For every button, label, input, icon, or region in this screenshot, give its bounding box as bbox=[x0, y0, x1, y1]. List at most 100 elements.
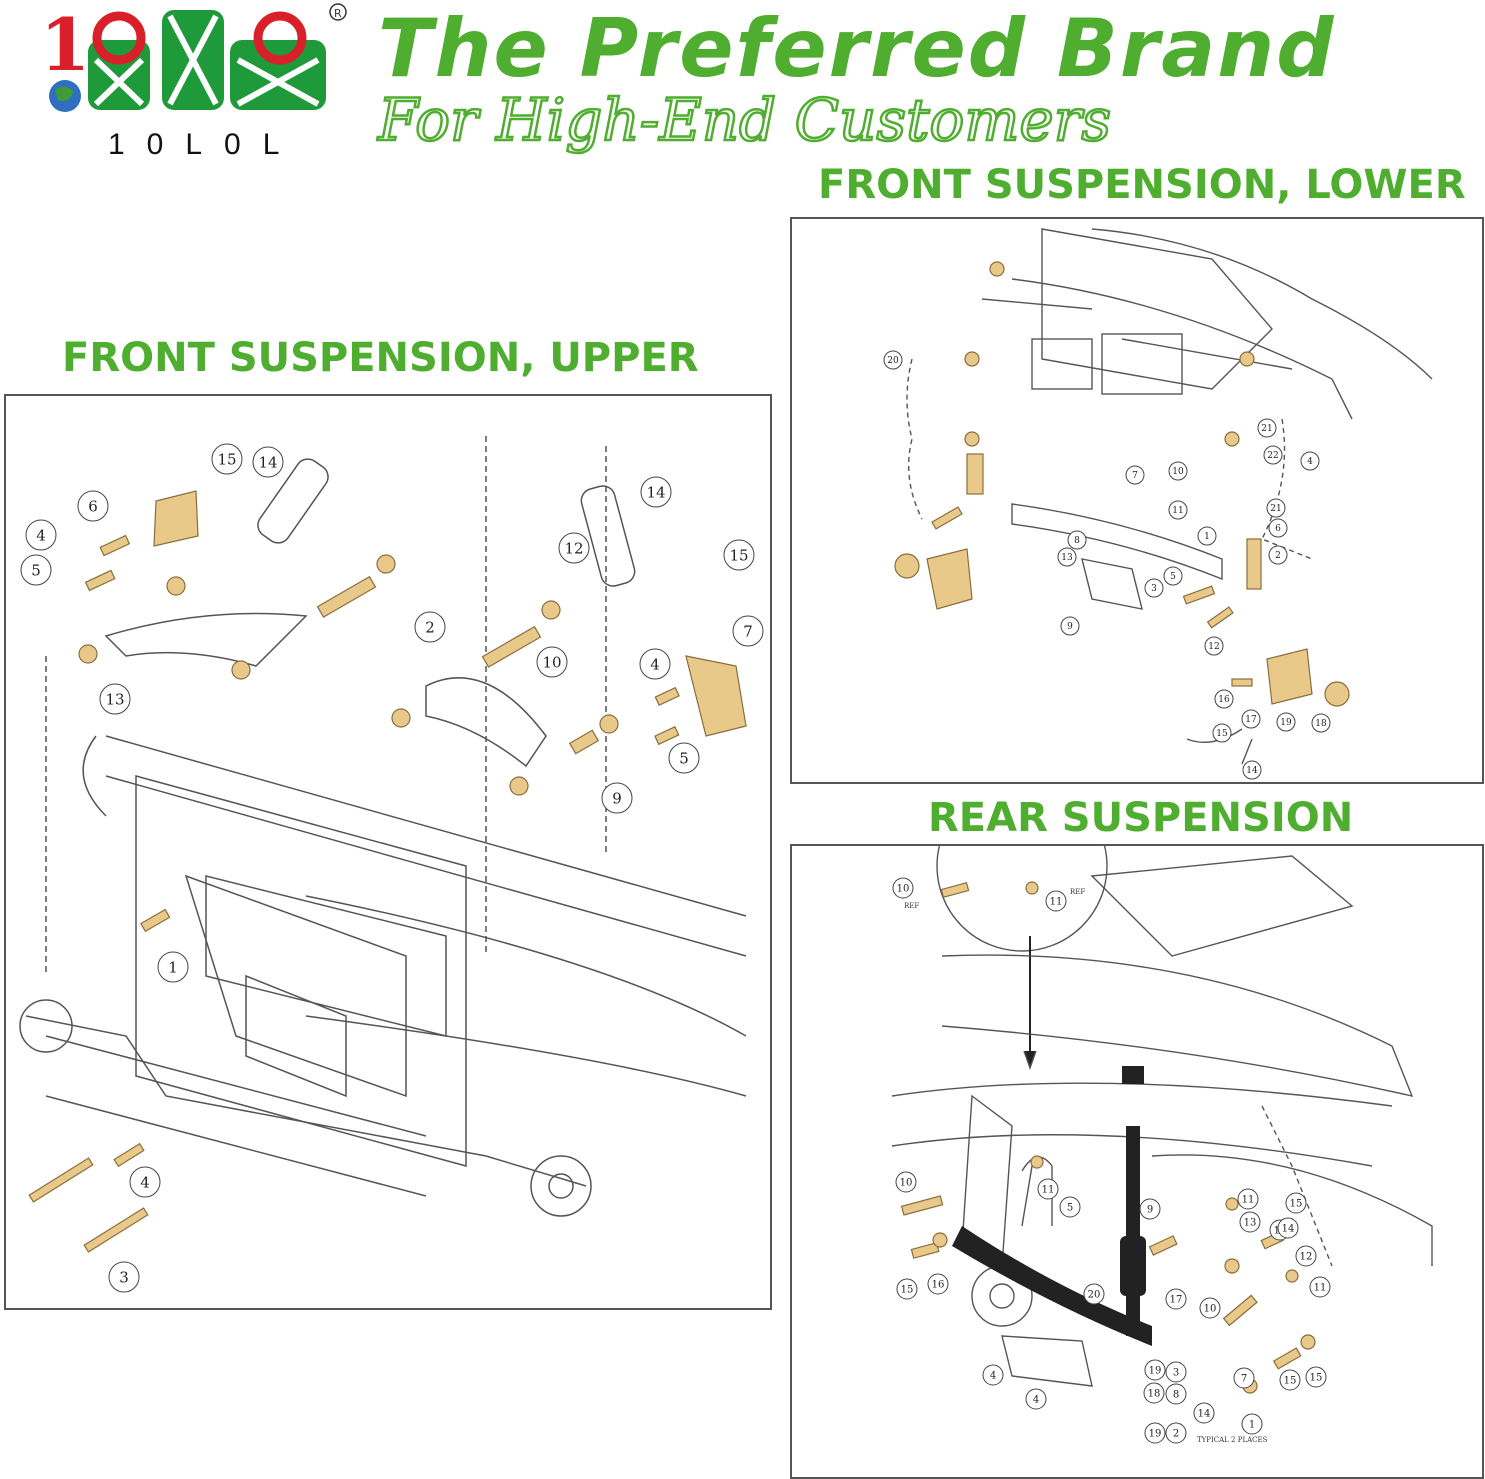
title-rear: REAR SUSPENSION bbox=[928, 795, 1354, 841]
callout-number: 14 bbox=[258, 453, 277, 471]
panel-rear: 1011101159111513151415121116201710741931… bbox=[790, 844, 1484, 1479]
callout-bubble bbox=[1165, 1361, 1187, 1383]
callout-bubble bbox=[1309, 1276, 1331, 1298]
callout-number: 13 bbox=[1061, 553, 1073, 563]
callout-number: 18 bbox=[1315, 719, 1327, 729]
callout-bubble bbox=[982, 1364, 1004, 1386]
callout-number: 11 bbox=[1314, 1283, 1327, 1294]
callout-number: 1 bbox=[1249, 1420, 1255, 1431]
callout-number: 8 bbox=[1074, 536, 1080, 546]
callout-number: 20 bbox=[887, 356, 899, 366]
callout-bubble bbox=[1295, 1245, 1317, 1267]
callout-bubble bbox=[1193, 1402, 1215, 1424]
callout-number: 7 bbox=[743, 622, 753, 640]
callout-bubble bbox=[895, 1171, 917, 1193]
callout-bubble bbox=[1279, 1369, 1301, 1391]
callout-bubble bbox=[211, 443, 243, 475]
callout-bubble bbox=[1285, 1192, 1307, 1214]
tagline: For High-End Customers bbox=[377, 85, 1113, 156]
callout-number: 6 bbox=[1275, 524, 1281, 534]
callout-number: 14 bbox=[1246, 766, 1258, 776]
callout-number: 5 bbox=[31, 561, 41, 579]
callout-number: 3 bbox=[1151, 584, 1157, 594]
callout-number: 7 bbox=[1241, 1374, 1247, 1385]
callout-bubble bbox=[1257, 418, 1277, 438]
callout-bubble bbox=[1168, 461, 1188, 481]
callout-bubble bbox=[25, 519, 57, 551]
diagram-rear: 1011101159111513151415121116201710741931… bbox=[891, 846, 1433, 1444]
callout-number: 3 bbox=[1173, 1368, 1179, 1379]
callout-number: 2 bbox=[1275, 551, 1281, 561]
callout-number: 11 bbox=[1050, 897, 1063, 908]
callout-number: 11 bbox=[1172, 506, 1183, 516]
callout-bubble bbox=[1143, 1382, 1165, 1404]
callout-number: 2 bbox=[425, 618, 435, 636]
callout-number: 18 bbox=[1148, 1389, 1161, 1400]
callout-bubble bbox=[1237, 1188, 1259, 1210]
headline: The Preferred Brand bbox=[378, 2, 1336, 95]
callout-number: 19 bbox=[1149, 1366, 1162, 1377]
callout-number: 17 bbox=[1245, 715, 1257, 725]
callout-bubble bbox=[896, 1278, 918, 1300]
callout-bubble bbox=[1233, 1367, 1255, 1389]
callout-bubble bbox=[1241, 709, 1261, 729]
callout-number: 15 bbox=[1284, 1376, 1297, 1387]
callout-number: 8 bbox=[1173, 1390, 1179, 1401]
callout-number: 15 bbox=[1290, 1199, 1303, 1210]
callout-number: 11 bbox=[1042, 1185, 1055, 1196]
callout-number: 6 bbox=[88, 497, 98, 515]
callout-bubble bbox=[1045, 890, 1067, 912]
callout-number: 13 bbox=[105, 690, 124, 708]
callout-number: 16 bbox=[1218, 695, 1230, 705]
callout-number: 11 bbox=[1242, 1195, 1255, 1206]
callout-bubble bbox=[1067, 530, 1087, 550]
svg-text:1: 1 bbox=[40, 2, 90, 87]
callout-bubble bbox=[1083, 1283, 1105, 1305]
callout-number: 19 bbox=[1280, 718, 1292, 728]
callout-bubble bbox=[1311, 713, 1331, 733]
callout-bubble bbox=[1165, 1288, 1187, 1310]
callout-number: 4 bbox=[1033, 1395, 1039, 1406]
registered-mark: R bbox=[334, 7, 342, 20]
callout-number: 16 bbox=[932, 1280, 945, 1291]
callout-bubble bbox=[1300, 451, 1320, 471]
callout-bubble bbox=[1305, 1366, 1327, 1388]
callout-number: 1 bbox=[168, 958, 178, 976]
callout-bubble bbox=[1057, 547, 1077, 567]
callout-bubble bbox=[927, 1273, 949, 1295]
callout-bubble bbox=[77, 490, 109, 522]
callout-number: 12 bbox=[564, 539, 583, 557]
callout-bubble bbox=[892, 877, 914, 899]
callout-number: 10 bbox=[1172, 467, 1184, 477]
callout-bubble bbox=[1239, 1211, 1261, 1233]
callout-bubble bbox=[1276, 712, 1296, 732]
callout-bubble bbox=[20, 554, 52, 586]
callout-bubble bbox=[1268, 545, 1288, 565]
callout-number: 4 bbox=[140, 1173, 150, 1191]
callout-bubble bbox=[1197, 526, 1217, 546]
callout-bubble bbox=[108, 1261, 140, 1293]
callout-number: 7 bbox=[1132, 471, 1138, 481]
callout-number: 5 bbox=[679, 749, 689, 767]
callout-number: 14 bbox=[1198, 1409, 1211, 1420]
callout-bubble bbox=[1214, 689, 1234, 709]
detail-callout-circle bbox=[936, 846, 1108, 952]
callout-number: 9 bbox=[612, 789, 622, 807]
callout-number: 12 bbox=[1208, 642, 1219, 652]
callout-number: 21 bbox=[1270, 504, 1281, 514]
logo-name: 10L0L bbox=[108, 128, 302, 161]
callout-bubble bbox=[1144, 1422, 1166, 1444]
callout-bubble bbox=[157, 951, 189, 983]
callout-bubble bbox=[732, 615, 764, 647]
callout-bubble bbox=[1144, 578, 1164, 598]
callout-bubble bbox=[723, 539, 755, 571]
callout-number: 15 bbox=[1310, 1373, 1323, 1384]
ref-label: REF bbox=[1070, 888, 1085, 896]
callout-number: 9 bbox=[1067, 622, 1073, 632]
brand-logo: 1 R bbox=[40, 2, 347, 112]
callout-number: 14 bbox=[646, 483, 665, 501]
callout-bubble bbox=[558, 532, 590, 564]
